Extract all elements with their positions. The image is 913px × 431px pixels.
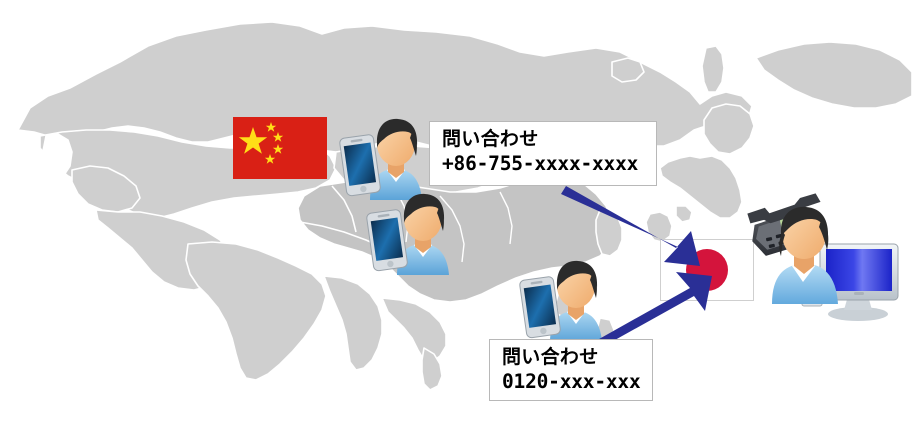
region-far-east: [755, 41, 913, 109]
china-mobile-caller-upper: [338, 108, 430, 205]
japan-callout-heading: 問い合わせ: [502, 347, 599, 368]
japan-support-operator: [742, 186, 907, 326]
china-flag: [233, 117, 327, 179]
person-hair-side: [410, 132, 417, 156]
flag-big-star-icon: [238, 127, 268, 154]
china-flag-stars: [238, 122, 284, 164]
caspian-sea: [39, 133, 73, 187]
flag-small-star-2-icon: [272, 132, 284, 142]
country-malay-peninsula: [421, 347, 443, 391]
person-hair-side: [437, 207, 444, 231]
country-china: [297, 171, 615, 303]
person-hair: [403, 193, 445, 223]
map-landmass: [17, 21, 913, 391]
person-shoulders: [397, 243, 449, 275]
border-inner-china-a: [439, 195, 465, 263]
japan-inquiry-callout: 問い合わせ 0120-xxx-xxx: [489, 339, 653, 401]
flag-small-star-4-icon: [264, 154, 276, 164]
border-xinjiang: [331, 185, 357, 233]
japan-callout-number: 0120-xxx-xxx: [502, 370, 641, 394]
japan-mobile-caller: [518, 250, 610, 347]
island-sakhalin: [701, 45, 725, 93]
smartphone-icon: [519, 276, 561, 339]
border-inner-china-b: [499, 191, 513, 245]
smartphone-icon: [339, 134, 381, 197]
island-honshu: [659, 155, 743, 219]
person-hair: [556, 260, 598, 290]
person-shoulders: [370, 168, 422, 200]
arrow-jp-to-operator: [592, 272, 712, 350]
island-hokkaido: [703, 103, 755, 155]
country-india: [185, 241, 327, 381]
china-callout-heading: 問い合わせ: [442, 129, 539, 150]
country-myanmar: [323, 275, 383, 371]
island-north-small: [611, 57, 645, 83]
flag-small-star-1-icon: [265, 122, 277, 132]
china-callout-number: +86-755-xxxx-xxxx: [442, 152, 639, 176]
person-hair: [376, 118, 418, 148]
operator-person: [772, 206, 838, 304]
arrow-cn-to-jp: [561, 186, 700, 266]
island-shikoku: [675, 205, 693, 223]
person-hair-side: [590, 274, 597, 298]
person-shoulders: [550, 310, 602, 342]
smartphone-icon: [366, 209, 408, 272]
china-inquiry-callout: 問い合わせ +86-755-xxxx-xxxx: [429, 121, 657, 186]
china-mobile-caller-lower: [365, 183, 457, 280]
country-uzbekistan: [71, 165, 141, 213]
computer-monitor-icon: [819, 243, 899, 321]
flag-small-star-3-icon: [272, 144, 284, 154]
